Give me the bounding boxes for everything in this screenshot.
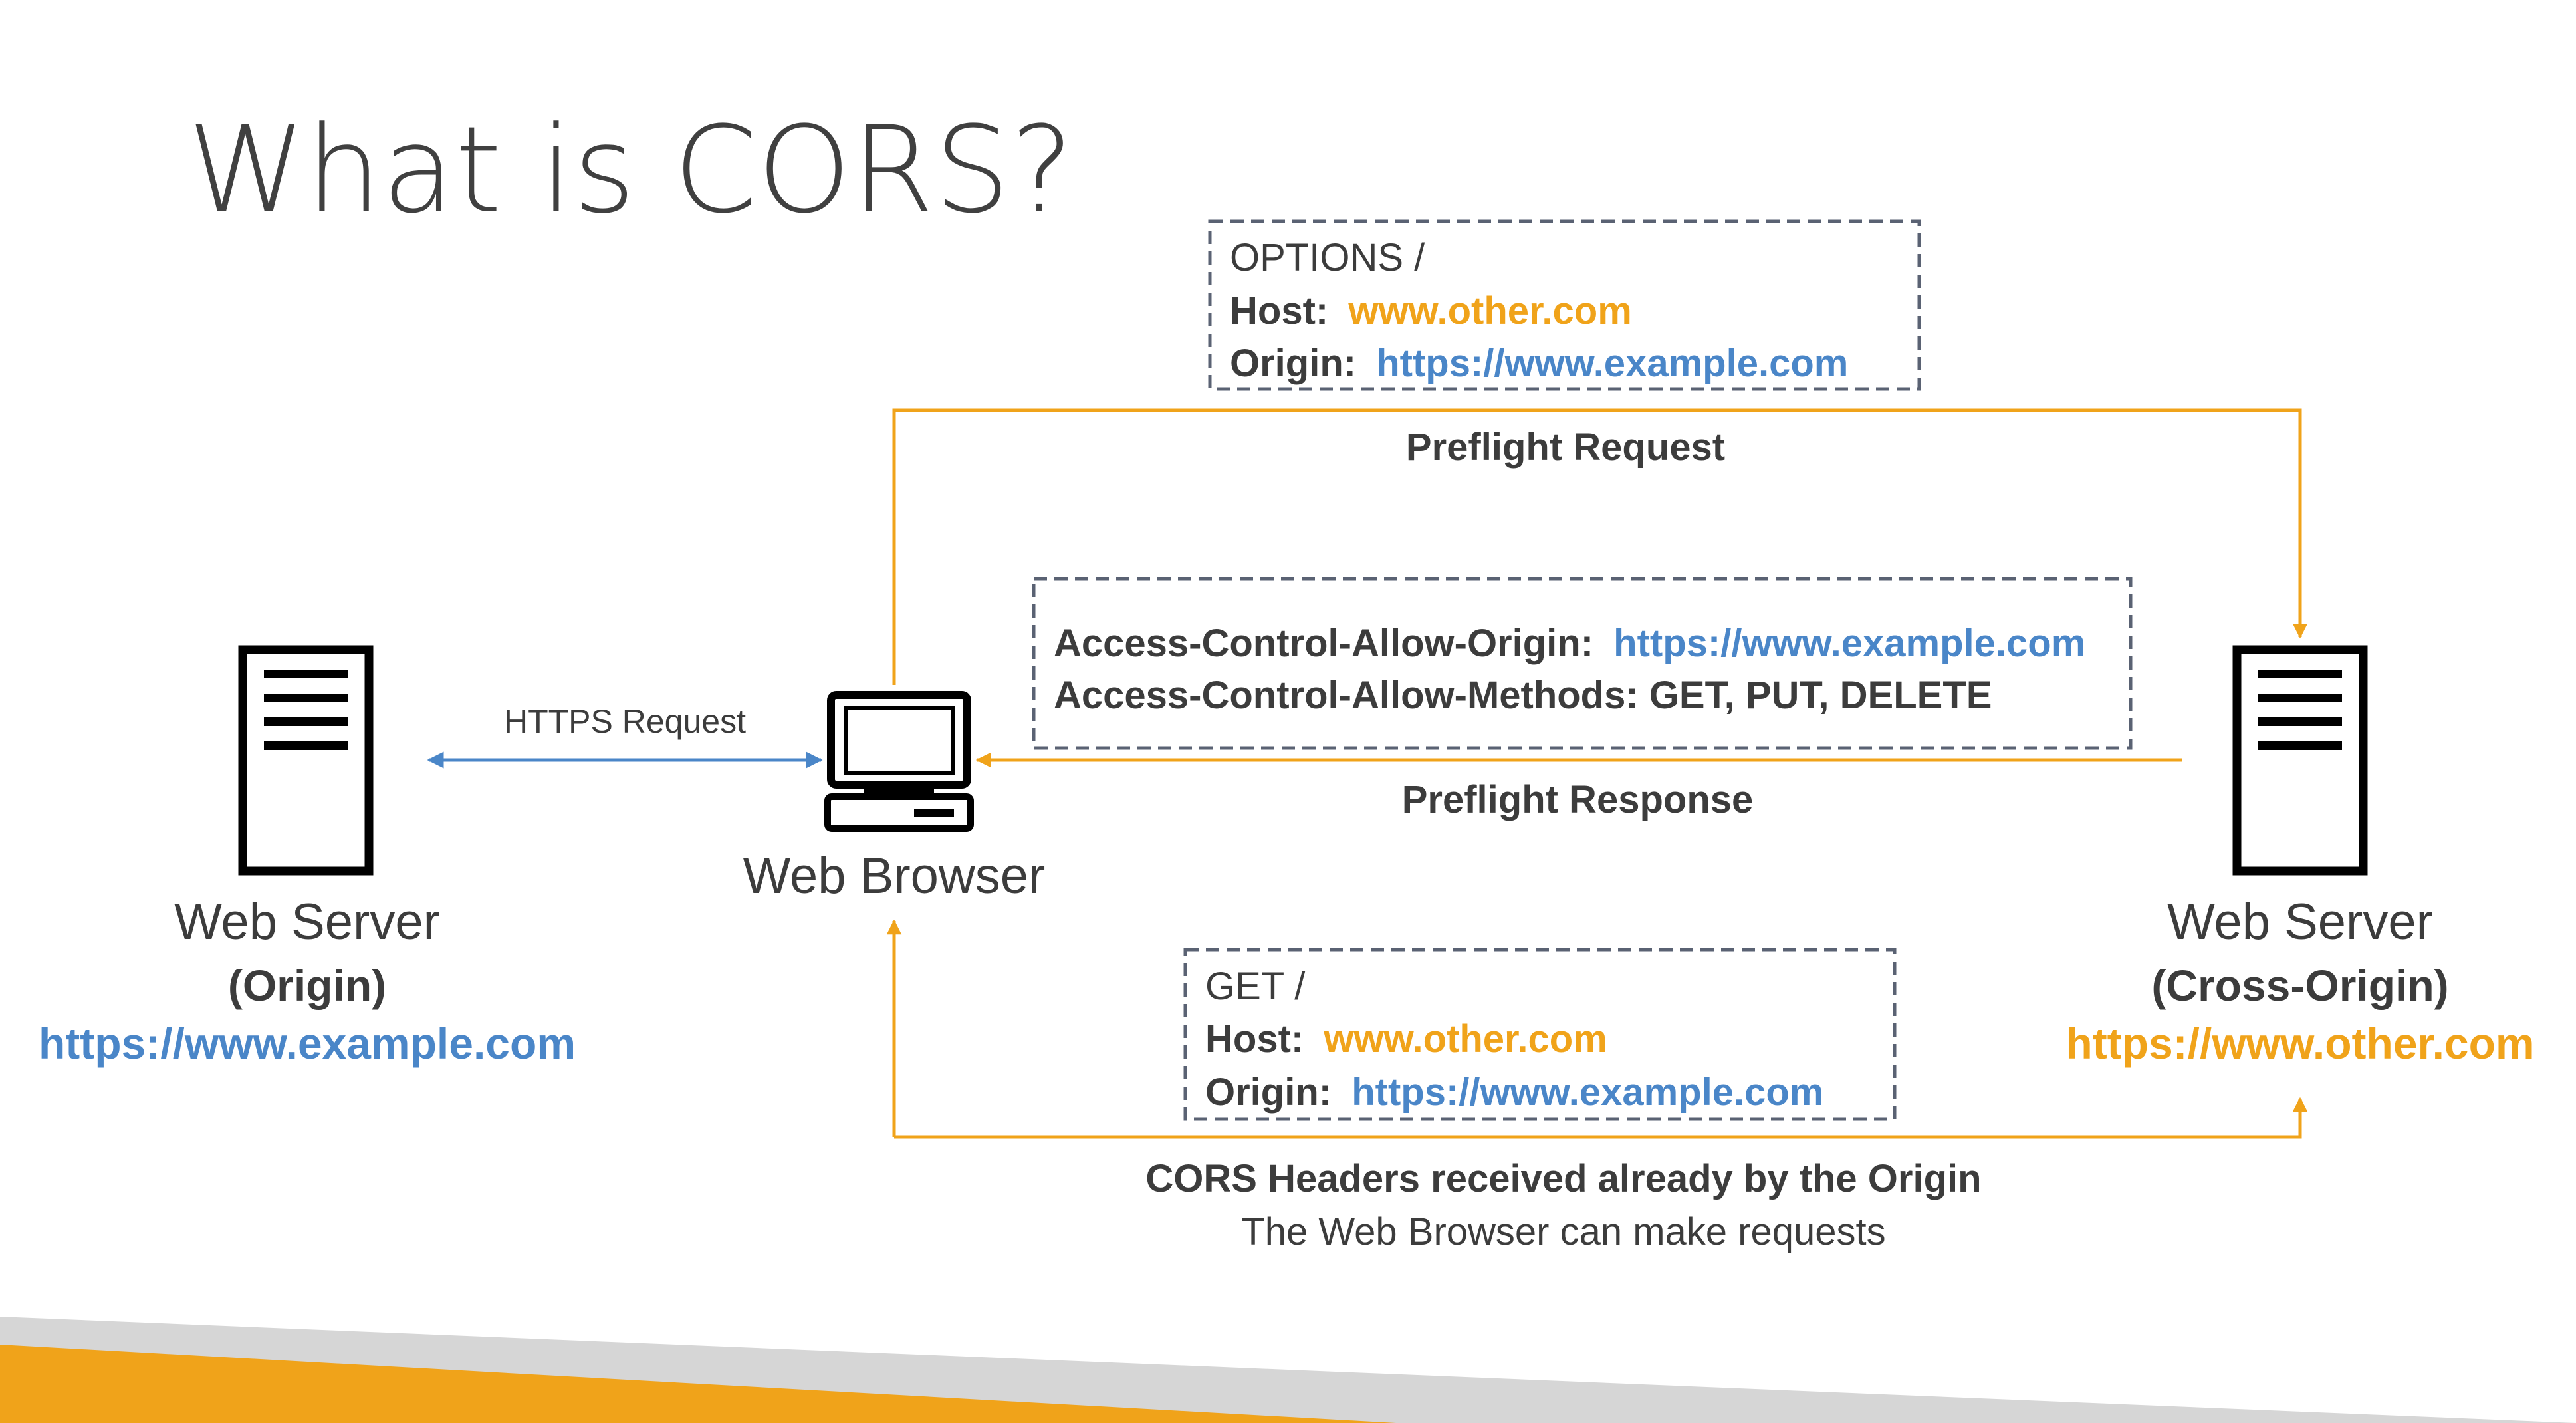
main-request-box [1183,948,1897,1121]
preflight-response-label: Preflight Response [1402,778,1754,821]
main-request-arrow [894,1097,2308,1139]
page-title: What is CORS? [187,101,1074,240]
origin-server-label: Web Server [174,894,440,950]
cross-server-label: Web Server [2167,894,2433,950]
preflight-request-origin-line: Origin: https://www.example.com [1230,342,1848,385]
server-icon [238,645,374,876]
origin-server-role: (Origin) [228,961,386,1010]
cross-server-url: https://www.other.com [2065,1019,2534,1068]
main-request-method: GET / [1205,965,1306,1008]
preflight-response-allow-methods-line: Access-Control-Allow-Methods: GET, PUT, … [1054,674,1992,717]
preflight-request-host-line: Host: www.other.com [1230,289,1632,332]
preflight-request-method: OPTIONS / [1230,236,1425,279]
https-request-label: HTTPS Request [504,703,746,740]
main-request-sublabel: The Web Browser can make requests [1241,1210,1885,1253]
preflight-request-arrow [892,408,2308,685]
computer-icon [824,691,974,832]
preflight-request-box [1208,219,1921,391]
main-request-label: CORS Headers received already by the Ori… [1145,1157,1981,1200]
server-icon [2232,645,2368,876]
browser-label: Web Browser [743,848,1046,904]
main-request-origin-line: Origin: https://www.example.com [1205,1071,1823,1114]
main-request-host-line: Host: www.other.com [1205,1017,1607,1061]
cross-server-role: (Cross-Origin) [2151,961,2448,1010]
preflight-response-box [1032,577,2133,750]
preflight-request-label: Preflight Request [1406,426,1725,469]
preflight-response-allow-origin-line: Access-Control-Allow-Origin: https://www… [1054,622,2085,665]
origin-server-url: https://www.example.com [39,1019,576,1068]
bottom-orange-band [0,1345,1396,1423]
